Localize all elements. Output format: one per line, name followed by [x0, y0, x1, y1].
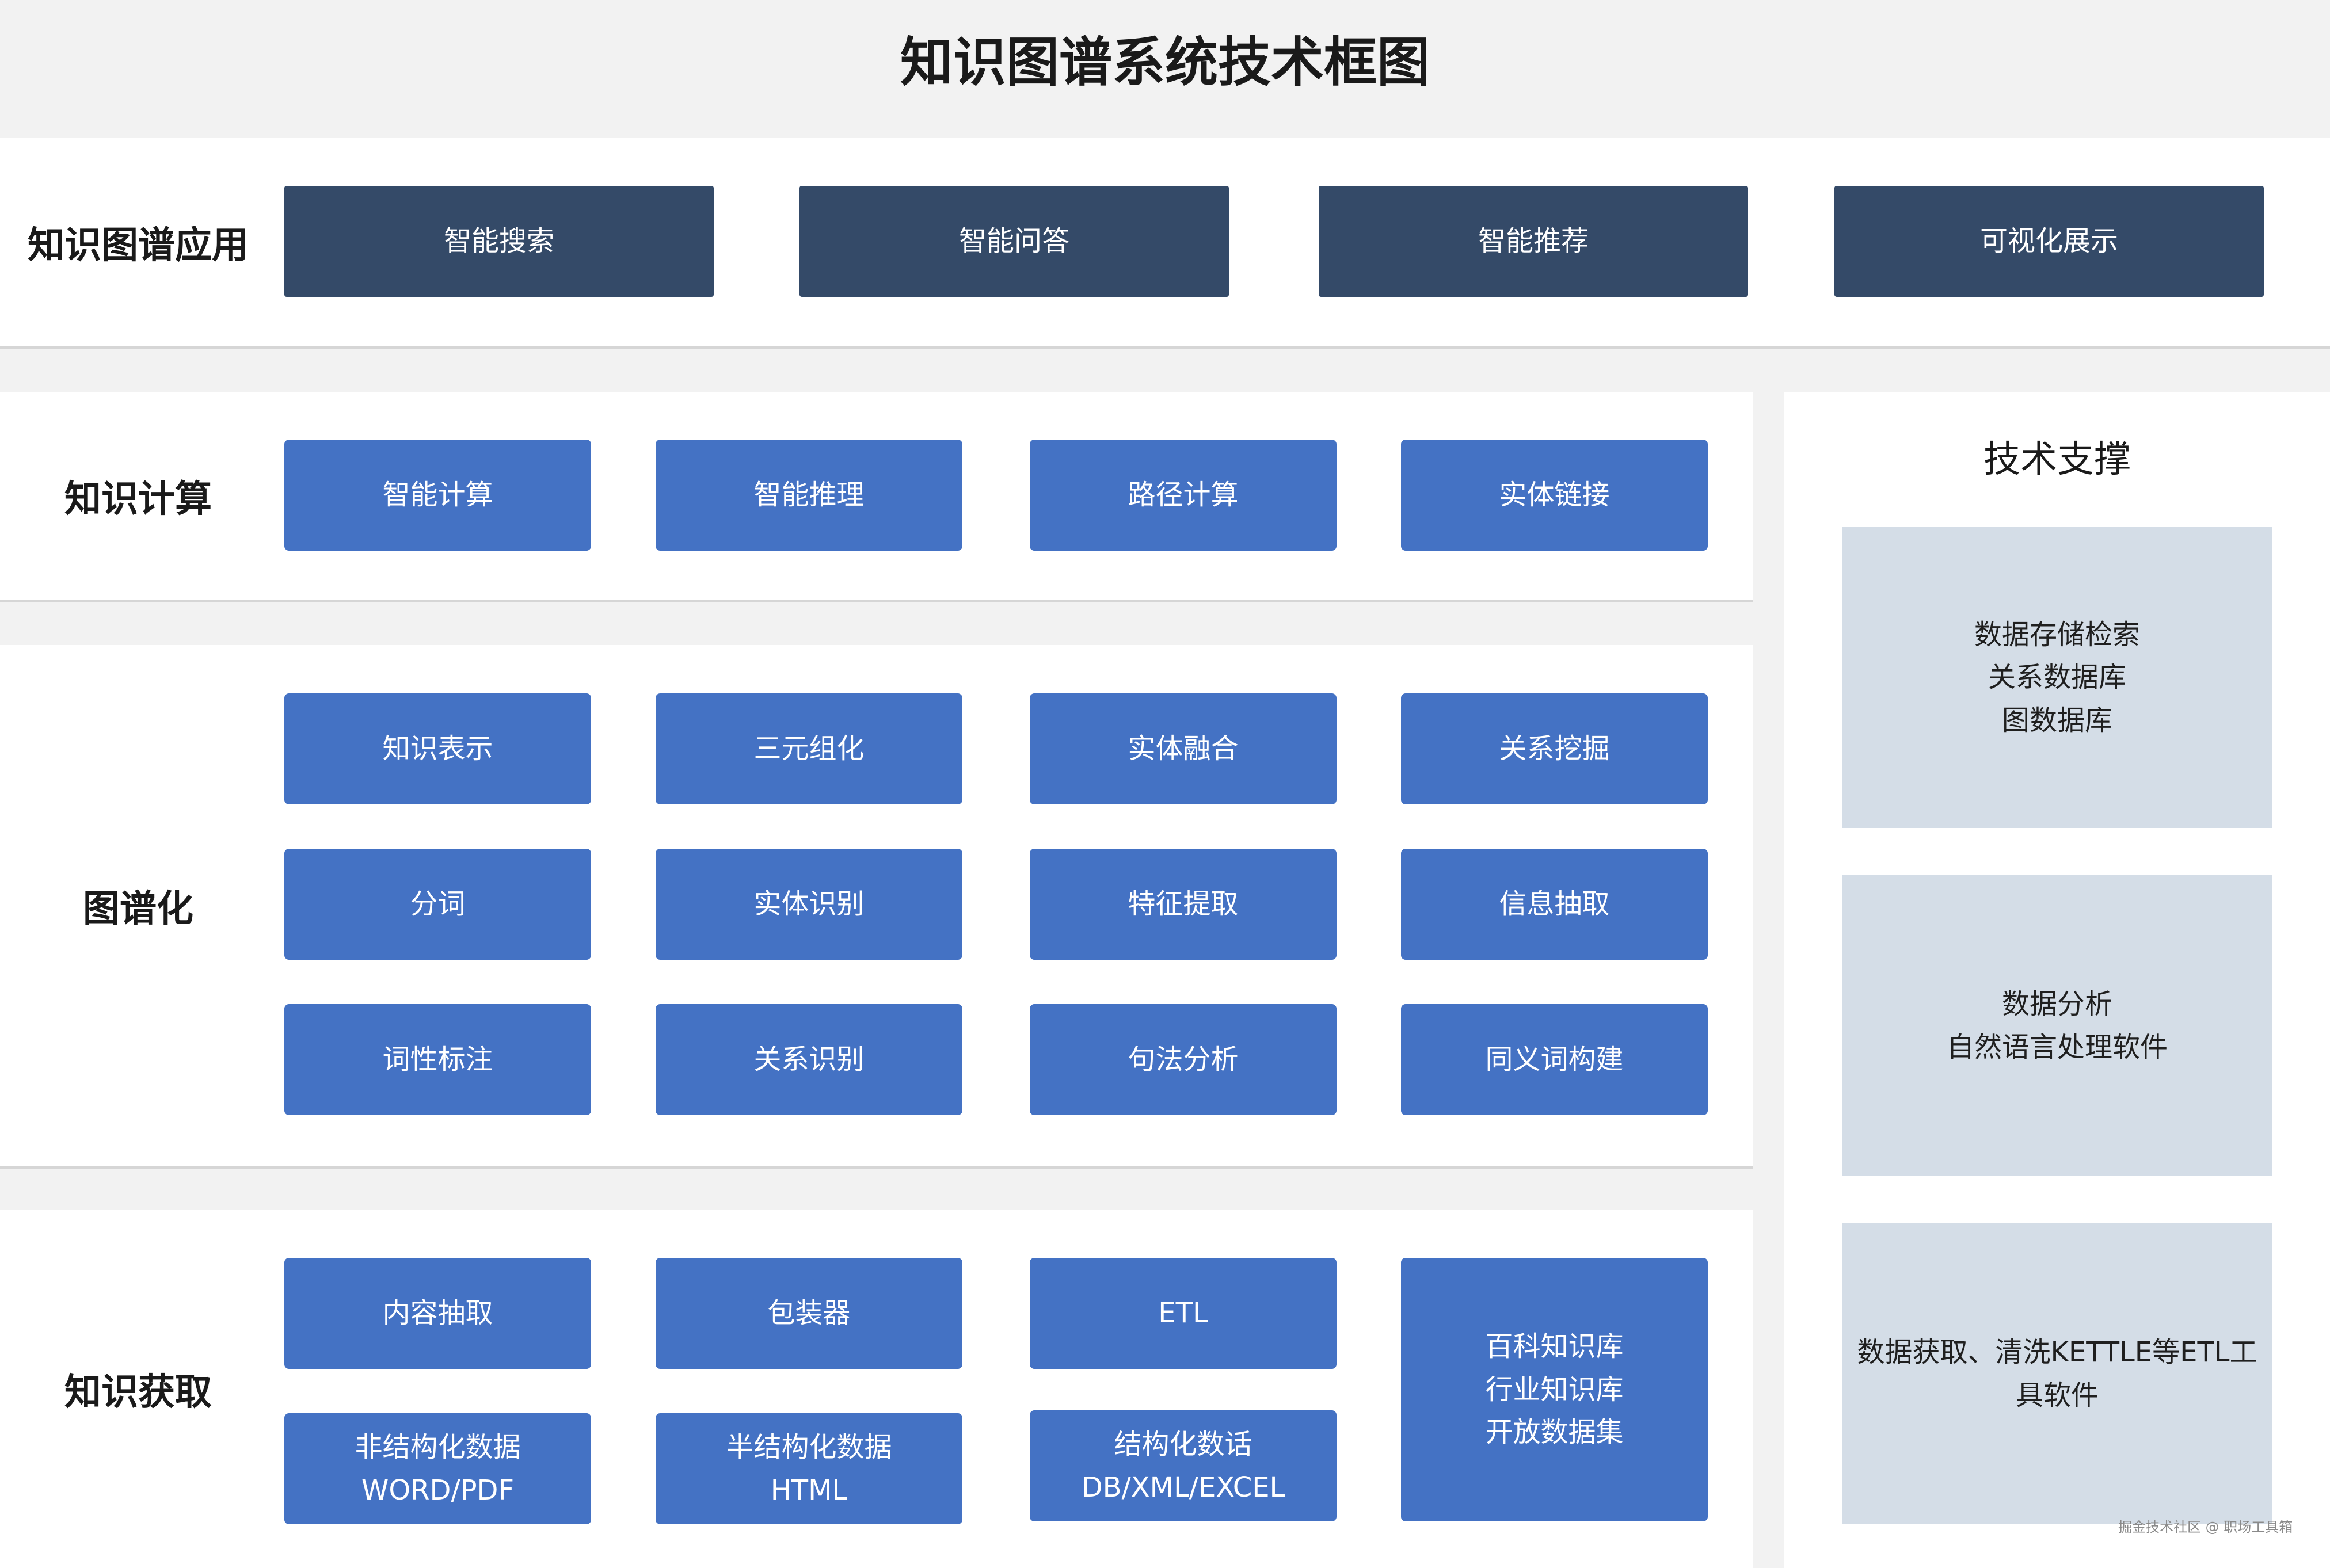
graph-box-syntax-analysis: 句法分析	[1030, 1004, 1337, 1115]
graph-box-entity-fusion: 实体融合	[1030, 693, 1337, 804]
acquisition-label: 知识获取	[64, 1371, 212, 1414]
tech-box-data-analysis: 数据分析 自然语言处理软件	[1842, 875, 2272, 1176]
compute-box-path-compute: 路径计算	[1030, 440, 1337, 551]
tech-box-storage-retrieval: 数据存储检索 关系数据库 图数据库	[1842, 527, 2272, 828]
compute-box-smart-compute: 智能计算	[284, 440, 591, 551]
acq-box-wrapper: 包装器	[656, 1258, 962, 1369]
graph-box-synonym-building: 同义词构建	[1401, 1004, 1708, 1115]
acq-box-content-extraction: 内容抽取	[284, 1258, 591, 1369]
page-title: 知识图谱系统技术框图	[900, 31, 1430, 93]
compute-box-smart-reasoning: 智能推理	[656, 440, 962, 551]
compute-box-entity-linking: 实体链接	[1401, 440, 1708, 551]
graph-box-knowledge-representation: 知识表示	[284, 693, 591, 804]
app-box-smart-search: 智能搜索	[284, 186, 714, 297]
graph-box-information-extraction: 信息抽取	[1401, 849, 1708, 960]
graphing-label: 图谱化	[83, 888, 193, 930]
graph-box-entity-recognition: 实体识别	[656, 849, 962, 960]
computation-label: 知识计算	[64, 478, 212, 521]
acq-box-semi-structured-data: 半结构化数据 HTML	[656, 1413, 962, 1524]
watermark: 掘金技术社区 @ 职场工具箱	[2118, 1519, 2293, 1535]
graph-box-relation-mining: 关系挖掘	[1401, 693, 1708, 804]
graph-box-word-segmentation: 分词	[284, 849, 591, 960]
graph-box-pos-tagging: 词性标注	[284, 1004, 591, 1115]
app-box-smart-qa: 智能问答	[799, 186, 1229, 297]
acq-box-unstructured-data: 非结构化数据 WORD/PDF	[284, 1413, 591, 1524]
app-box-visualization: 可视化展示	[1834, 186, 2264, 297]
tech-support-title: 技术支撑	[1983, 438, 2131, 481]
acq-box-structured-data: 结构化数话 DB/XML/EXCEL	[1030, 1410, 1337, 1521]
acq-box-knowledge-bases: 百科知识库 行业知识库 开放数据集	[1401, 1258, 1708, 1521]
application-label: 知识图谱应用	[28, 224, 249, 267]
acq-box-etl: ETL	[1030, 1258, 1337, 1369]
graph-box-relation-recognition: 关系识别	[656, 1004, 962, 1115]
graph-box-triple: 三元组化	[656, 693, 962, 804]
graph-box-feature-extraction: 特征提取	[1030, 849, 1337, 960]
tech-box-data-acquisition: 数据获取、清洗KETTLE等ETL工具软件	[1842, 1223, 2272, 1524]
app-box-smart-recommend: 智能推荐	[1319, 186, 1748, 297]
